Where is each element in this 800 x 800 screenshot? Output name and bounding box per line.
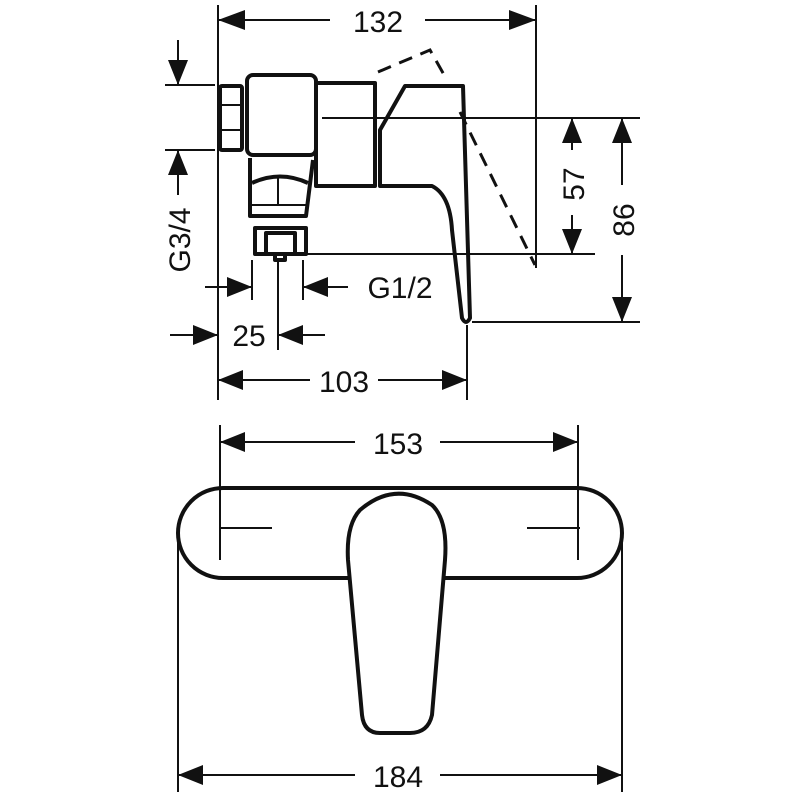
handle-open-position xyxy=(377,48,537,266)
dim-103: 103 xyxy=(319,366,369,399)
dim-184: 184 xyxy=(373,761,423,794)
dim-g12: G1/2 xyxy=(367,272,432,305)
valve-body xyxy=(218,73,472,324)
side-view: 132 G3/4 57 86 G1/2 25 103 xyxy=(164,5,641,400)
dim-25: 25 xyxy=(232,320,265,353)
dim-57: 57 xyxy=(558,167,591,200)
dim-g34: G3/4 xyxy=(164,207,197,272)
lever-handle xyxy=(345,491,448,735)
dim-153: 153 xyxy=(373,428,423,461)
front-view: 153 184 xyxy=(176,425,624,794)
dim-132: 132 xyxy=(353,6,403,39)
dim-86: 86 xyxy=(608,203,641,236)
